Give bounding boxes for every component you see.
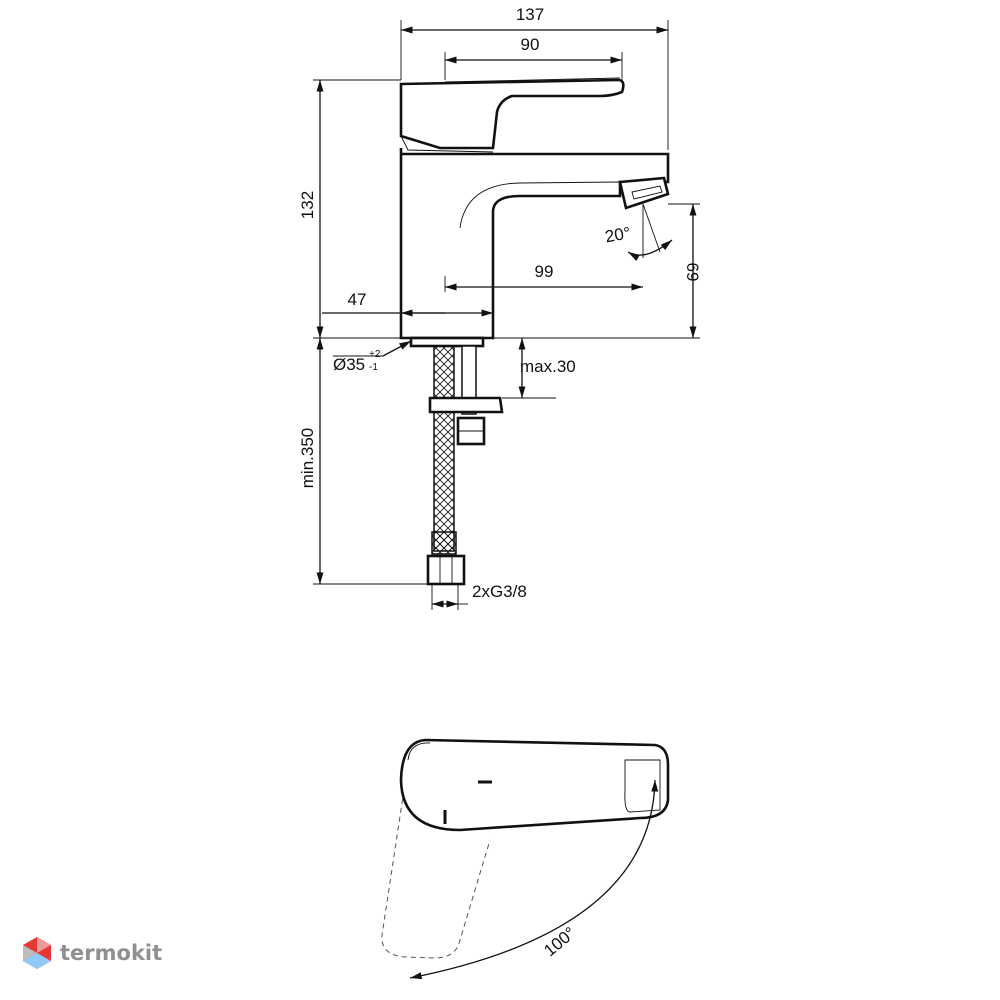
dim-width-handle: 90 <box>521 35 540 54</box>
hose-fitting <box>431 531 457 555</box>
connector-nut <box>426 554 466 586</box>
leader-hole-diameter <box>382 340 412 357</box>
lever-top-line <box>444 77 621 83</box>
top-body <box>399 738 670 832</box>
base-plate <box>409 336 485 348</box>
dim-connection: 2xG3/8 <box>472 582 527 601</box>
dim-max-deck: max.30 <box>520 357 576 376</box>
flexible-hose <box>433 345 455 552</box>
dim-spout-angle: 20° <box>603 223 632 246</box>
dim-spout-reach: 99 <box>535 262 554 281</box>
watermark-text: termokit <box>60 941 163 965</box>
aerator <box>618 176 670 210</box>
dim-width-total: 137 <box>516 5 544 24</box>
hexagon-logo-icon <box>23 937 51 969</box>
dim-hole-tol-plus: +2 <box>369 349 381 360</box>
rotation-arc <box>409 779 659 980</box>
fixing-plate <box>428 396 504 414</box>
dim-hole-diameter: Ø35 <box>333 355 365 374</box>
watermark: termokit <box>22 936 162 970</box>
dim-base-depth: 47 <box>348 290 367 309</box>
spout-inner-curve <box>459 181 621 229</box>
lever-handle <box>399 78 625 150</box>
side-view: 137 90 132 69 99 47 20° Ø35 +2 -1 <box>298 5 702 610</box>
dim-rotation-angle: 100° <box>540 923 579 960</box>
dim-min-hose: min.350 <box>298 428 317 488</box>
dim-arc-spout-angle <box>627 239 673 261</box>
dim-height-total: 132 <box>298 191 317 219</box>
faucet-body <box>399 148 670 340</box>
top-inner-contour <box>407 742 431 761</box>
top-view: 100° <box>381 738 670 980</box>
dim-hole-tol-minus: -1 <box>369 362 378 373</box>
dim-spout-height: 69 <box>683 263 702 282</box>
lever-base <box>400 135 494 153</box>
aerator-inner <box>631 185 663 200</box>
